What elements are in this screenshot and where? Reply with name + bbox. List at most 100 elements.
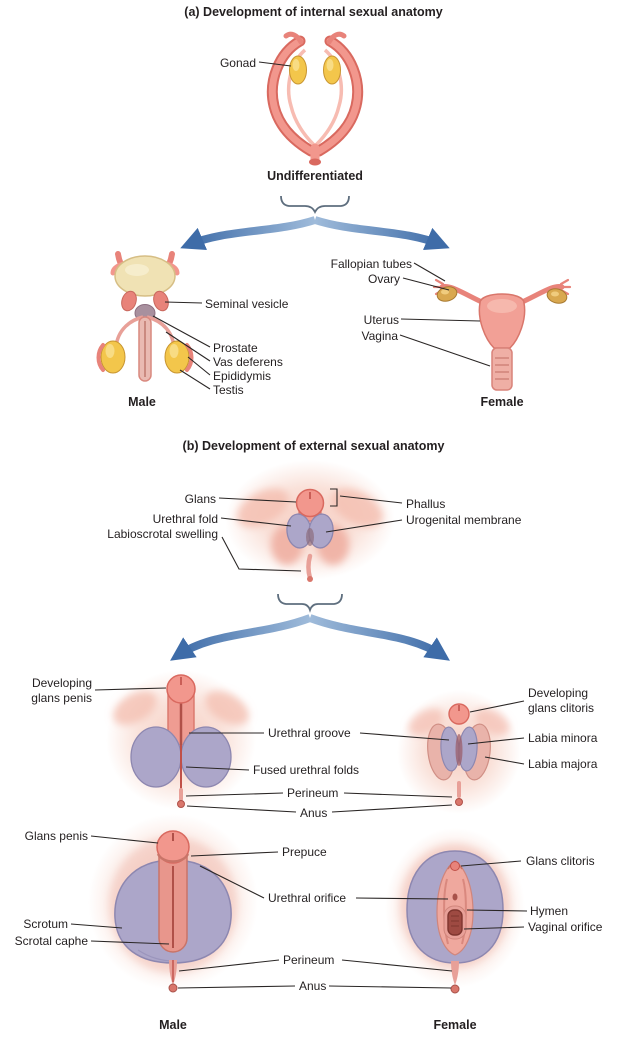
perineum-tail xyxy=(306,553,313,581)
label-seminal-vesicle: Seminal vesicle xyxy=(205,297,289,311)
label-prepuce: Prepuce xyxy=(282,845,327,859)
glans-circle xyxy=(295,488,325,518)
leader-phallus xyxy=(339,495,403,504)
urogenital-membrane-region xyxy=(306,528,314,546)
leader-perineum-bottom-right xyxy=(341,959,453,972)
leader-urethral-orifice-right xyxy=(355,897,449,900)
anus-dot xyxy=(307,576,313,582)
leader-anus-bottom-right xyxy=(328,985,452,989)
leader-anus-bottom-left xyxy=(177,985,296,989)
label-labia-majora: Labia majora xyxy=(528,757,598,771)
label-fallopian-tubes: Fallopian tubes xyxy=(330,257,412,271)
section-b-title: (b) Development of external sexual anato… xyxy=(182,439,445,453)
leader-lines-a xyxy=(152,61,491,390)
label-testis: Testis xyxy=(213,383,244,397)
label-urethral-groove: Urethral groove xyxy=(268,726,351,740)
leader-glans-penis xyxy=(90,835,159,844)
leader-anus-mid-left xyxy=(186,805,297,813)
female-internal-illustration xyxy=(432,278,572,391)
label-labia-minora: Labia minora xyxy=(528,731,598,745)
leader-ovary xyxy=(402,277,450,291)
glans-penis-circle xyxy=(156,830,190,864)
leader-perineum-mid-left xyxy=(185,792,284,797)
phallus-bracket xyxy=(330,488,338,507)
leader-vaginal-orifice xyxy=(463,926,525,930)
leader-fused-urethral-folds xyxy=(185,766,250,771)
label-epididymis: Epididymis xyxy=(213,369,272,383)
label-hymen: Hymen xyxy=(530,904,569,918)
labium-minus-left xyxy=(443,878,449,945)
scrotal-lobes xyxy=(130,726,232,788)
label-scrotal-caphe: Scrotal caphe xyxy=(14,934,88,948)
branch-brace-a xyxy=(280,195,350,215)
leader-lines-b xyxy=(70,488,528,989)
anus-dot xyxy=(455,798,463,806)
label-anus-middle: Anus xyxy=(300,806,328,820)
anus-dot xyxy=(168,983,178,993)
gonad-right xyxy=(323,55,341,85)
leader-urethral-fold xyxy=(220,517,292,527)
leader-prostate xyxy=(152,315,211,348)
leader-anus-mid-right xyxy=(331,804,453,813)
leader-developing-glans-clitoris xyxy=(469,700,525,713)
leader-uterus xyxy=(400,318,481,322)
anus-dot xyxy=(450,984,460,994)
leader-labia-minora xyxy=(467,737,525,745)
leader-urethral-groove-right xyxy=(359,732,450,741)
label-developing-glans-clitoris: Developing glans clitoris xyxy=(528,686,595,715)
seminal-vesicles xyxy=(121,290,169,312)
label-female-external: Female xyxy=(433,1018,477,1032)
label-urogenital-membrane: Urogenital membrane xyxy=(406,513,522,527)
label-glans-penis: Glans penis xyxy=(24,829,88,843)
leader-epididymis xyxy=(187,356,211,376)
leader-hymen xyxy=(466,909,528,912)
label-perineum-bottom: Perineum xyxy=(283,953,335,967)
arrow-to-male-a xyxy=(180,216,317,251)
male-external-final-illustration xyxy=(88,814,258,993)
label-vas-deferens: Vas deferens xyxy=(213,355,283,369)
branch-brace-b xyxy=(277,593,343,613)
labium-minus-right xyxy=(461,878,467,945)
leader-vagina xyxy=(399,334,491,367)
label-urethral-orifice: Urethral orifice xyxy=(268,891,347,905)
label-vagina: Vagina xyxy=(361,329,398,343)
leader-glans xyxy=(218,497,297,503)
urethral-orifice-dot xyxy=(452,893,458,901)
leader-vas-deferens xyxy=(165,331,211,362)
uterus-shape xyxy=(478,293,526,349)
leader-developing-glans-penis xyxy=(94,687,167,691)
label-perineum-middle: Perineum xyxy=(287,786,339,800)
epididymis-left xyxy=(96,343,105,372)
male-internal-illustration xyxy=(96,251,194,382)
label-glans-clitoris: Glans clitoris xyxy=(526,854,595,868)
label-labioscrotal-swelling: Labioscrotal swelling xyxy=(107,527,218,541)
section-a-title: (a) Development of internal sexual anato… xyxy=(184,5,443,19)
leader-urethral-orifice-left xyxy=(199,865,265,899)
arrow-to-female-b xyxy=(308,614,450,661)
label-vaginal-orifice: Vaginal orifice xyxy=(528,920,603,934)
label-glans: Glans xyxy=(184,492,216,506)
vestibule-groove xyxy=(455,734,463,766)
branch-arrows-b xyxy=(170,614,450,661)
gonad-left xyxy=(289,55,307,85)
leader-labia-majora xyxy=(484,756,525,765)
leader-perineum-bottom-left xyxy=(178,959,280,972)
leader-urogenital-membrane xyxy=(325,519,403,533)
female-external-final-illustration xyxy=(385,828,525,994)
arrow-to-male-b xyxy=(170,614,312,661)
label-undifferentiated: Undifferentiated xyxy=(267,169,363,183)
urethral-folds xyxy=(286,513,334,549)
leader-scrotal-caphe xyxy=(90,940,170,945)
vaginal-orifice-shape xyxy=(447,909,463,936)
undifferentiated-external-illustration xyxy=(225,460,395,582)
developing-glans-clitoris-circle xyxy=(448,703,470,725)
leader-fallopian-tubes xyxy=(413,262,446,282)
ovary-left xyxy=(436,286,458,302)
arrow-to-female-a xyxy=(313,216,450,251)
label-ovary: Ovary xyxy=(367,272,400,286)
vagina-shape xyxy=(491,347,513,391)
penis-urethra xyxy=(138,316,152,382)
label-scrotum: Scrotum xyxy=(23,917,68,931)
leader-testis xyxy=(179,369,211,390)
